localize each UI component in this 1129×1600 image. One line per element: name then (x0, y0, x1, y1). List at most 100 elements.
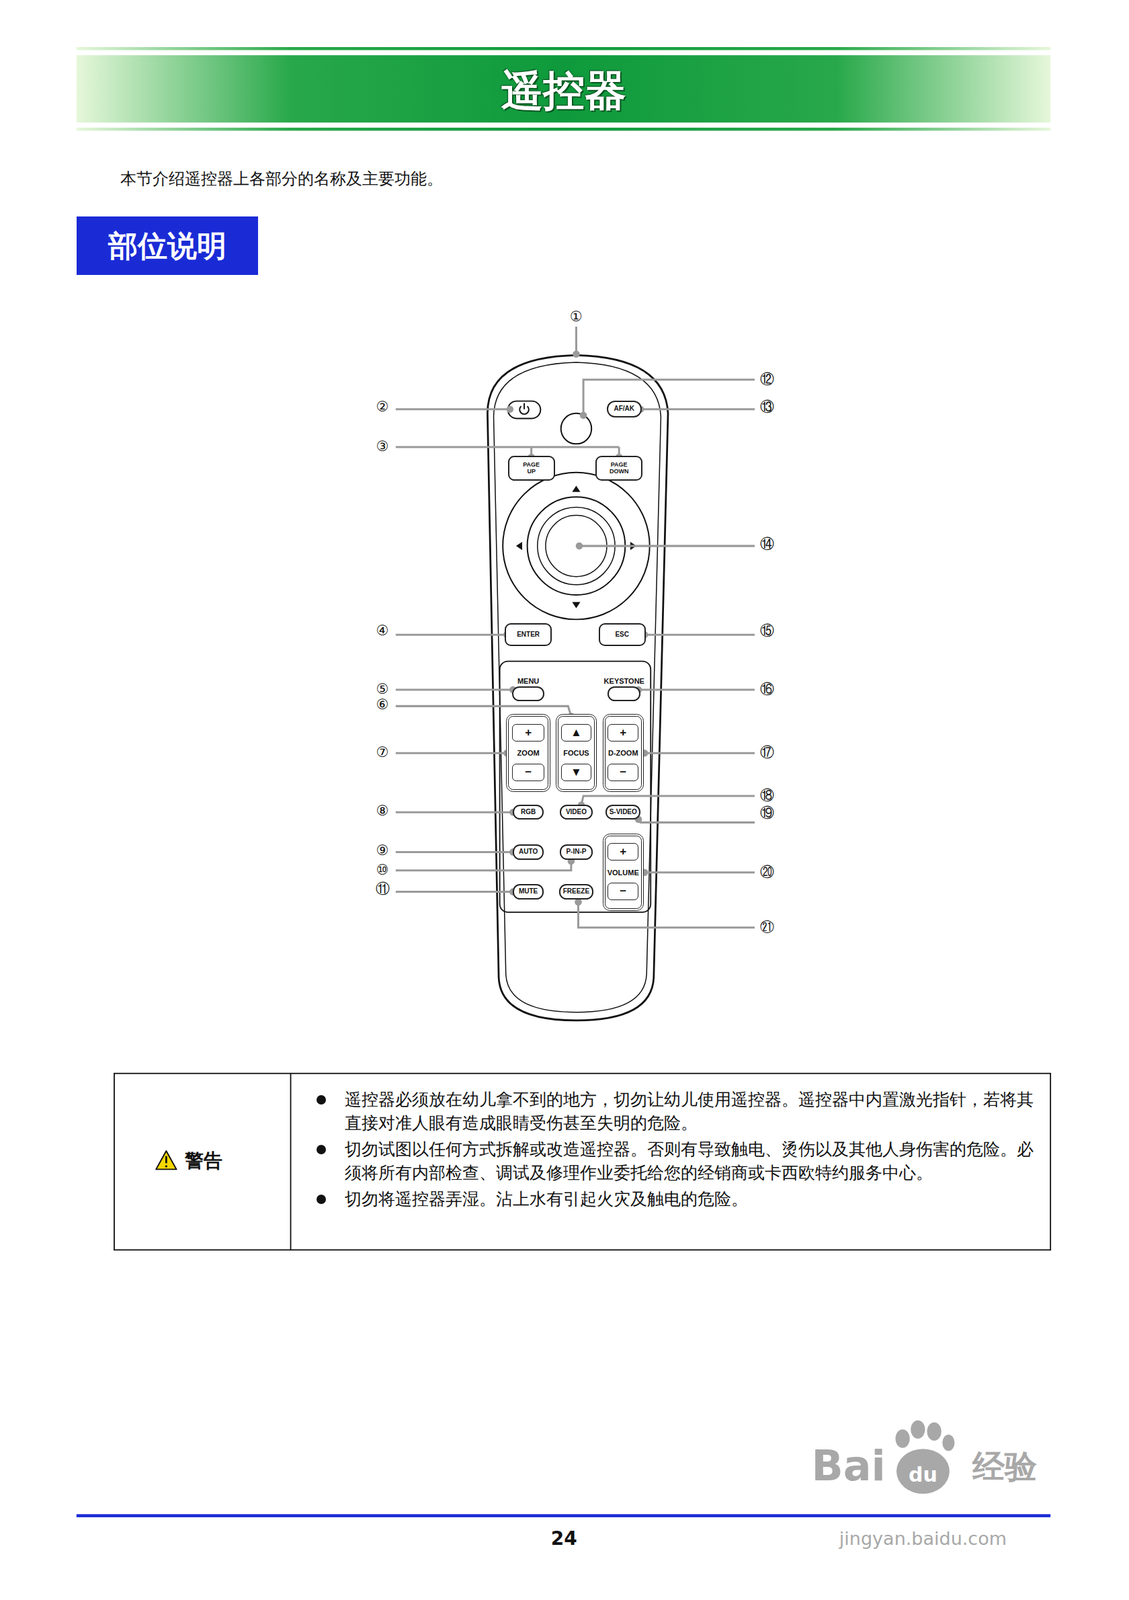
button-label: ▲ (570, 726, 582, 739)
callout-number: ⑬ (760, 399, 775, 415)
watermark: 经验 (972, 1447, 1037, 1484)
button-label: RGB (520, 808, 536, 816)
leader-lines (395, 633, 507, 636)
remote-body (499, 661, 652, 912)
rocker-label: VOLUME (607, 868, 640, 877)
footer-rule (76, 1513, 1051, 1517)
s-video-button: S-VIDEO (605, 804, 641, 820)
leader-lines (638, 688, 755, 691)
p-in-p-button: P-IN-P (559, 844, 593, 860)
button-label: + (619, 726, 627, 739)
warning-icon (165, 1164, 168, 1167)
leader-lines (395, 811, 514, 814)
rgb-button: RGB (512, 804, 544, 820)
button-label: VIDEO (565, 808, 587, 816)
callout-number: ② (376, 399, 390, 415)
watermark-paw (942, 1434, 955, 1451)
mute-button: MUTE (512, 883, 544, 900)
button-label: S-VIDEO (609, 808, 638, 816)
freeze-button: FREEZE (559, 883, 595, 900)
button-label: − (619, 766, 627, 779)
menu-button: MENU (512, 686, 546, 702)
warning-heading: 警告 (184, 1150, 223, 1172)
esc-button: ESC (598, 622, 646, 646)
leader-lines (579, 545, 755, 548)
leader-lines (581, 795, 755, 806)
button-label: P-IN-P (565, 848, 587, 856)
af-ak-button: AF/AK (606, 400, 642, 418)
watermark-paw (910, 1419, 925, 1439)
callout-number: ③ (376, 438, 390, 455)
focus-rocker: FOCUS▲▼ (555, 713, 597, 791)
warning-table (114, 1073, 1051, 1250)
zoom-rocker: ZOOM+− (506, 713, 550, 791)
warning-icon (155, 1150, 177, 1169)
button-label: MUTE (518, 887, 538, 896)
warning-item: 切勿试图以任何方式拆解或改造遥控器。否则有导致触电、烫伤以及其他人身伤害的危险。… (344, 1137, 1035, 1185)
button-label: PAGE DOWN (607, 461, 631, 475)
warning-icon (155, 1150, 177, 1169)
rocker-label: FOCUS (563, 748, 590, 757)
leader-lines (644, 633, 755, 636)
leader-lines (395, 688, 514, 691)
callout-number: ① (569, 309, 583, 325)
watermark-paw (896, 1448, 950, 1494)
button-label: MENU (517, 677, 539, 686)
title-band (76, 127, 1051, 132)
callout-number: ⑮ (760, 623, 775, 640)
dzoom-minus: − (607, 763, 639, 781)
leader-dots (574, 897, 582, 906)
callout-number: ⑤ (376, 681, 390, 697)
watermark-paw (895, 1419, 955, 1494)
leader-lines (575, 326, 578, 355)
leader-dots (575, 542, 584, 550)
button-label: FREEZE (563, 887, 590, 896)
direction-pad (571, 485, 580, 492)
power-button (523, 403, 525, 410)
laser-button (561, 413, 593, 445)
video-button: VIDEO (559, 804, 593, 820)
callout-number: ⑯ (760, 681, 775, 697)
warning-table (114, 1073, 1051, 1250)
auto-button: AUTO (512, 844, 544, 860)
button-label: + (524, 726, 532, 739)
button-label: AUTO (518, 848, 538, 856)
button-label: ENTER (516, 631, 540, 639)
callout-number: ⑰ (760, 744, 775, 761)
watermark-url: jingyan.baidu.com (839, 1528, 1007, 1549)
leader-dots (579, 411, 588, 420)
volume-plus: + (607, 842, 639, 861)
leader-lines (640, 407, 755, 410)
warning-table (290, 1073, 292, 1250)
warning-item: 切勿将遥控器弄湿。沾上水有引起火灾及触电的危险。 (344, 1186, 1035, 1211)
title-band (76, 55, 1051, 123)
callout-number: ⑨ (376, 842, 390, 859)
watermark: du (908, 1462, 938, 1485)
button-label: PAGE UP (520, 461, 543, 475)
volume-minus: − (607, 882, 639, 900)
leader-lines (395, 890, 514, 893)
dzoom-rocker: D-ZOOM + − (602, 713, 644, 791)
direction-pad (571, 602, 580, 609)
page-down-button: PAGE DOWN (595, 455, 643, 480)
page-up-button: PAGE UP (508, 455, 556, 480)
rocker-label: ZOOM (517, 748, 540, 757)
section-title: 部位说明 (108, 230, 227, 262)
keystone-button: KEYSTONE (607, 686, 641, 702)
footer-rule (76, 1513, 1051, 1517)
callout-number: ⑫ (760, 371, 775, 388)
rocker-label: D-ZOOM (608, 748, 639, 757)
button-label: AF/AK (613, 405, 635, 413)
page-title: 遥控器 (501, 62, 627, 119)
dzoom-plus: + (607, 723, 639, 742)
watermark: Bai (811, 1442, 886, 1489)
callout-number: ⑧ (376, 803, 390, 819)
section-heading: 部位说明 (76, 216, 259, 275)
leader-lines (395, 407, 511, 410)
button-label: KEYSTONE (604, 677, 645, 686)
button-label: + (619, 845, 627, 858)
watermark-paw (927, 1422, 942, 1441)
title-band (76, 47, 1051, 51)
leader-lines (395, 850, 514, 853)
